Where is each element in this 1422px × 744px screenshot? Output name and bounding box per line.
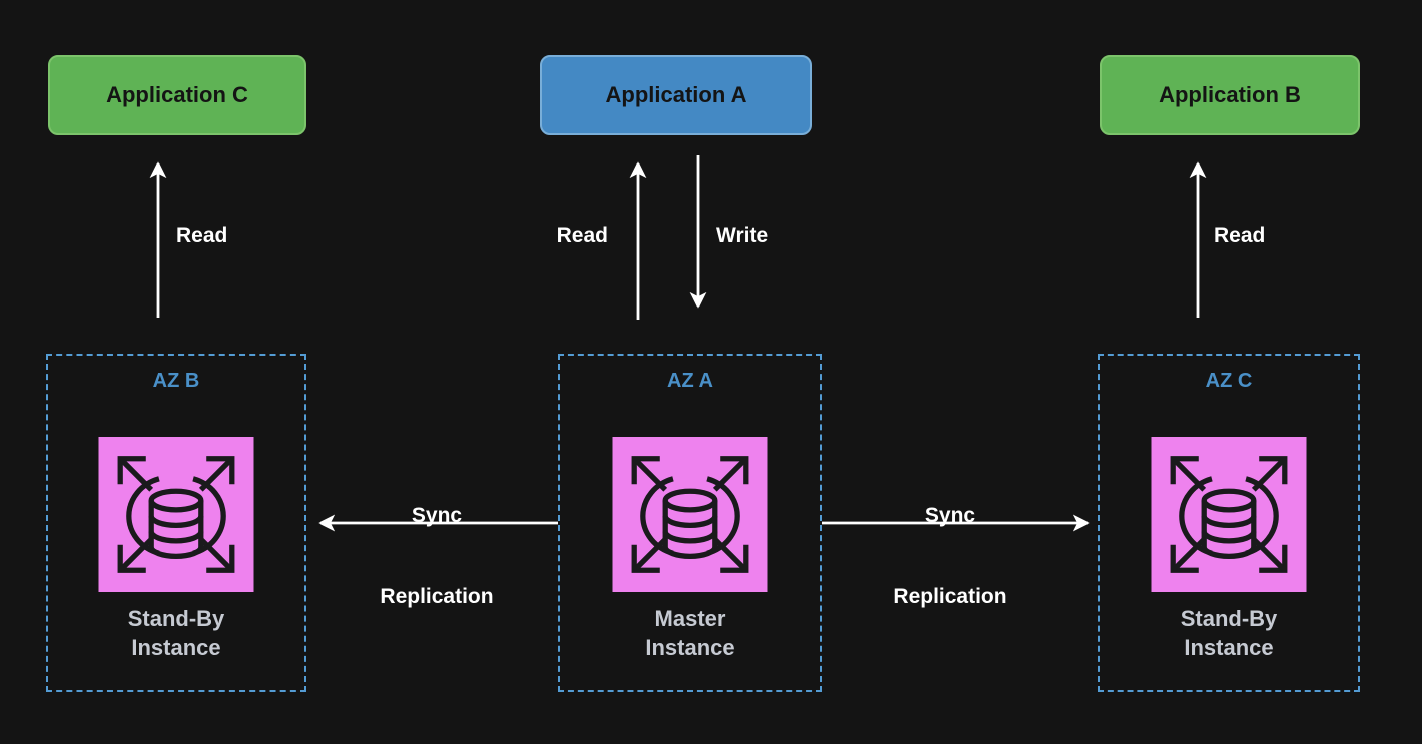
read-label-right: Read (1214, 224, 1266, 247)
read-label-center: Read (556, 224, 608, 247)
database-scale-out-icon (1152, 437, 1307, 592)
standby-instance-b-node (98, 437, 254, 592)
standby-instance-c-node (1151, 437, 1307, 592)
az-a-title: AZ A (667, 370, 713, 392)
standby-instance-c-label: Stand-By Instance (1180, 606, 1278, 660)
az-b-zone: AZ B Stand-By Instance (46, 354, 306, 692)
write-label: Write (716, 224, 769, 247)
az-a-zone: AZ A Master Instance (558, 354, 822, 692)
az-b-title: AZ B (152, 370, 200, 392)
az-c-zone: AZ C Stand-By Instance (1098, 354, 1360, 692)
application-a-node: Application A (540, 55, 812, 135)
application-c-node: Application C (48, 55, 306, 135)
sync-replication-label-right: Sync Replication (893, 504, 1007, 608)
application-b-label: Application B (1159, 82, 1301, 107)
application-a-label: Application A (605, 82, 747, 107)
master-instance-node (612, 437, 768, 592)
standby-instance-b-label: Stand-By Instance (127, 606, 225, 660)
az-c-title: AZ C (1205, 370, 1253, 392)
application-b-node: Application B (1100, 55, 1360, 135)
sync-replication-label-left: Sync Replication (380, 504, 494, 608)
master-instance-label: Master Instance (645, 606, 735, 660)
application-c-label: Application C (106, 82, 248, 107)
database-scale-out-icon (99, 437, 254, 592)
database-scale-out-icon (613, 437, 768, 592)
read-label-left: Read (176, 224, 228, 247)
